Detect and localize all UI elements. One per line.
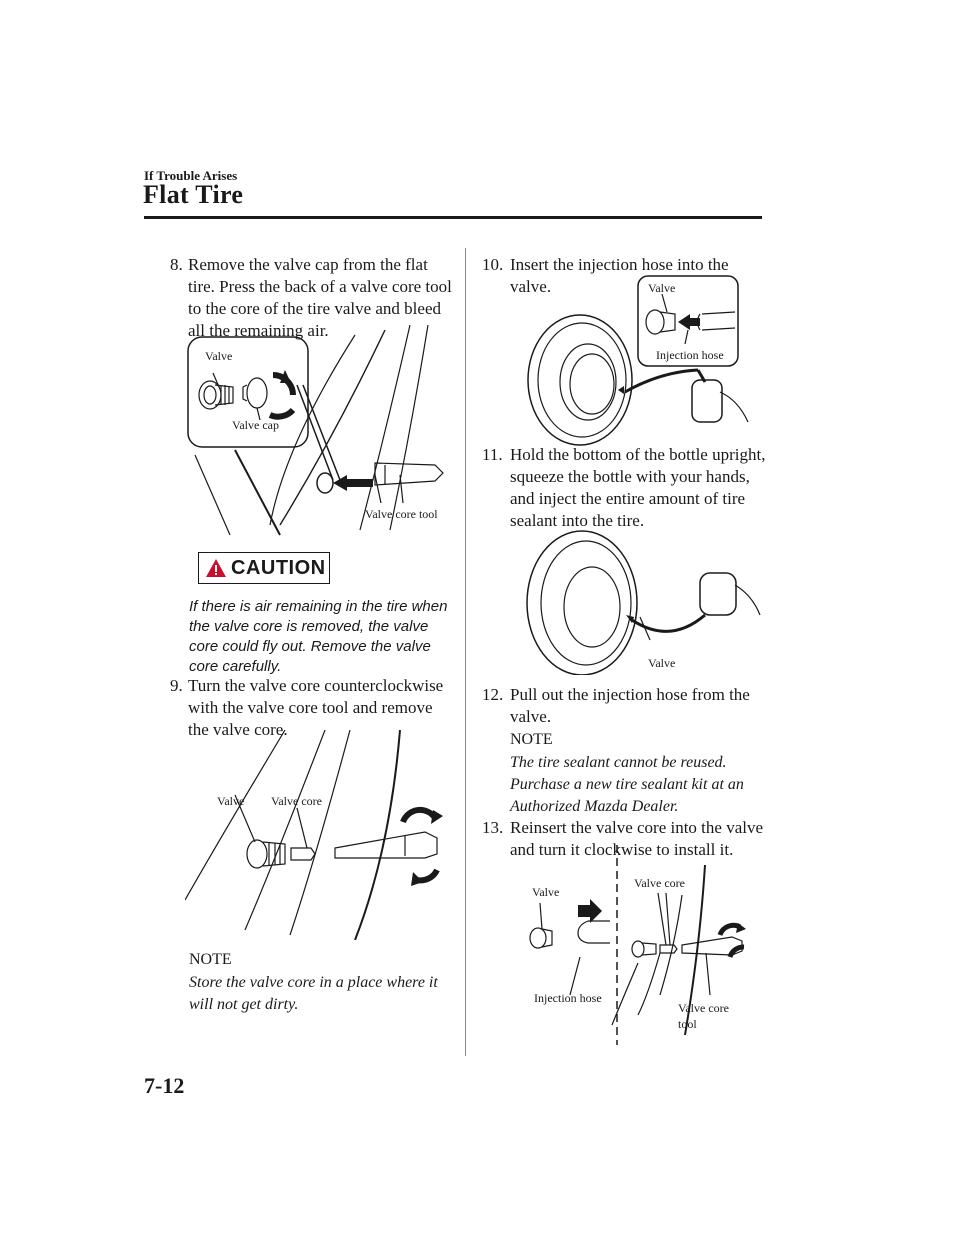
figure-reinsert-valve-core	[529, 845, 746, 1045]
figure-inject-sealant	[526, 530, 761, 675]
label-valve-cap: Valve cap	[232, 418, 279, 432]
page-number: 7-12	[144, 1073, 185, 1098]
caution-text: If there is air remaining in the tire wh…	[189, 597, 451, 677]
step-line: sealant into the tire.	[510, 511, 645, 530]
figure-insert-injection-hose	[527, 275, 749, 446]
header-rule	[144, 216, 762, 219]
step-line: to the core of the tire valve and bleed	[188, 299, 441, 318]
step-line: with the valve core tool and remove	[188, 698, 433, 717]
note-line: Purchase a new tire sealant kit at an	[510, 776, 744, 793]
step-line: and turn it clockwise to install it.	[510, 840, 734, 859]
step-line: the valve core.	[188, 720, 288, 739]
step-10: 10. Insert the injection hose into the v…	[482, 254, 772, 296]
label-injection-hose: Injection hose	[534, 991, 602, 1005]
step-8: 8. Remove the valve cap from the flat ti…	[170, 254, 460, 344]
step-line: Reinsert the valve core into the valve	[510, 818, 764, 837]
step-number: 8.	[170, 255, 183, 274]
label-valve: Valve	[205, 349, 233, 363]
step-11: 11. Hold the bottom of the bottle uprigh…	[482, 444, 772, 534]
label-injection-hose: Injection hose	[656, 348, 724, 362]
label-valve-core-tool: Valve core	[678, 1001, 729, 1015]
note-heading: NOTE	[510, 731, 553, 748]
step-number: 9.	[170, 676, 183, 695]
step-number: 13.	[482, 818, 504, 837]
note-text: Store the valve core in a place where it…	[189, 972, 459, 1016]
step-number: 11.	[482, 445, 503, 464]
column-divider	[465, 248, 466, 1056]
label-valve: Valve	[648, 281, 676, 295]
note-line: The tire sealant cannot be reused.	[510, 754, 727, 771]
figure-valve-cap-removal	[187, 325, 444, 536]
label-valve-core: Valve core	[271, 794, 322, 808]
step-line: all the remaining air.	[188, 321, 329, 340]
step-line: tire. Press the back of a valve core too…	[188, 277, 452, 296]
note-line: will not get dirty.	[189, 996, 299, 1013]
step-line: squeeze the bottle with your hands,	[510, 467, 750, 486]
step-line: Hold the bottom of the bottle upright,	[510, 445, 766, 464]
label-valve: Valve	[648, 656, 676, 670]
note-line: Authorized Mazda Dealer.	[510, 798, 679, 815]
step-line: valve.	[510, 707, 552, 726]
caution-label: CAUTION	[231, 557, 326, 579]
step-line: and inject the entire amount of tire	[510, 489, 746, 508]
caution-line: core carefully.	[189, 658, 282, 675]
note-line: Store the valve core in a place where it	[189, 974, 438, 991]
note-text: The tire sealant cannot be reused. Purch…	[510, 752, 770, 818]
step-9: 9. Turn the valve core counterclockwise …	[170, 675, 460, 745]
step-line: Pull out the injection hose from the	[510, 685, 750, 704]
caution-banner: CAUTION	[198, 552, 330, 584]
label-valve-core-tool: Valve core tool	[365, 507, 438, 521]
caution-line: If there is air remaining in the tire wh…	[189, 598, 448, 615]
step-line: Remove the valve cap from the flat	[188, 255, 428, 274]
warning-triangle-icon	[206, 559, 226, 577]
figure-valve-core-removal	[185, 730, 443, 940]
label-valve-core: Valve core	[634, 876, 685, 890]
step-12: 12. Pull out the injection hose from the…	[482, 684, 772, 730]
caution-line: the valve core is removed, the valve	[189, 618, 429, 635]
step-number: 12.	[482, 685, 504, 704]
label-valve-core-tool-2: tool	[678, 1017, 697, 1031]
note-heading: NOTE	[189, 951, 232, 968]
step-number: 10.	[482, 255, 504, 274]
step-line: Turn the valve core counterclockwise	[188, 676, 444, 695]
label-valve: Valve	[217, 794, 245, 808]
caution-line: core could fly out. Remove the valve	[189, 638, 431, 655]
step-line: Insert the injection hose into the valve…	[510, 255, 729, 296]
page-title: Flat Tire	[143, 180, 244, 209]
section-label: If Trouble Arises	[144, 168, 238, 183]
label-valve: Valve	[532, 885, 560, 899]
step-13: 13. Reinsert the valve core into the val…	[482, 817, 772, 863]
